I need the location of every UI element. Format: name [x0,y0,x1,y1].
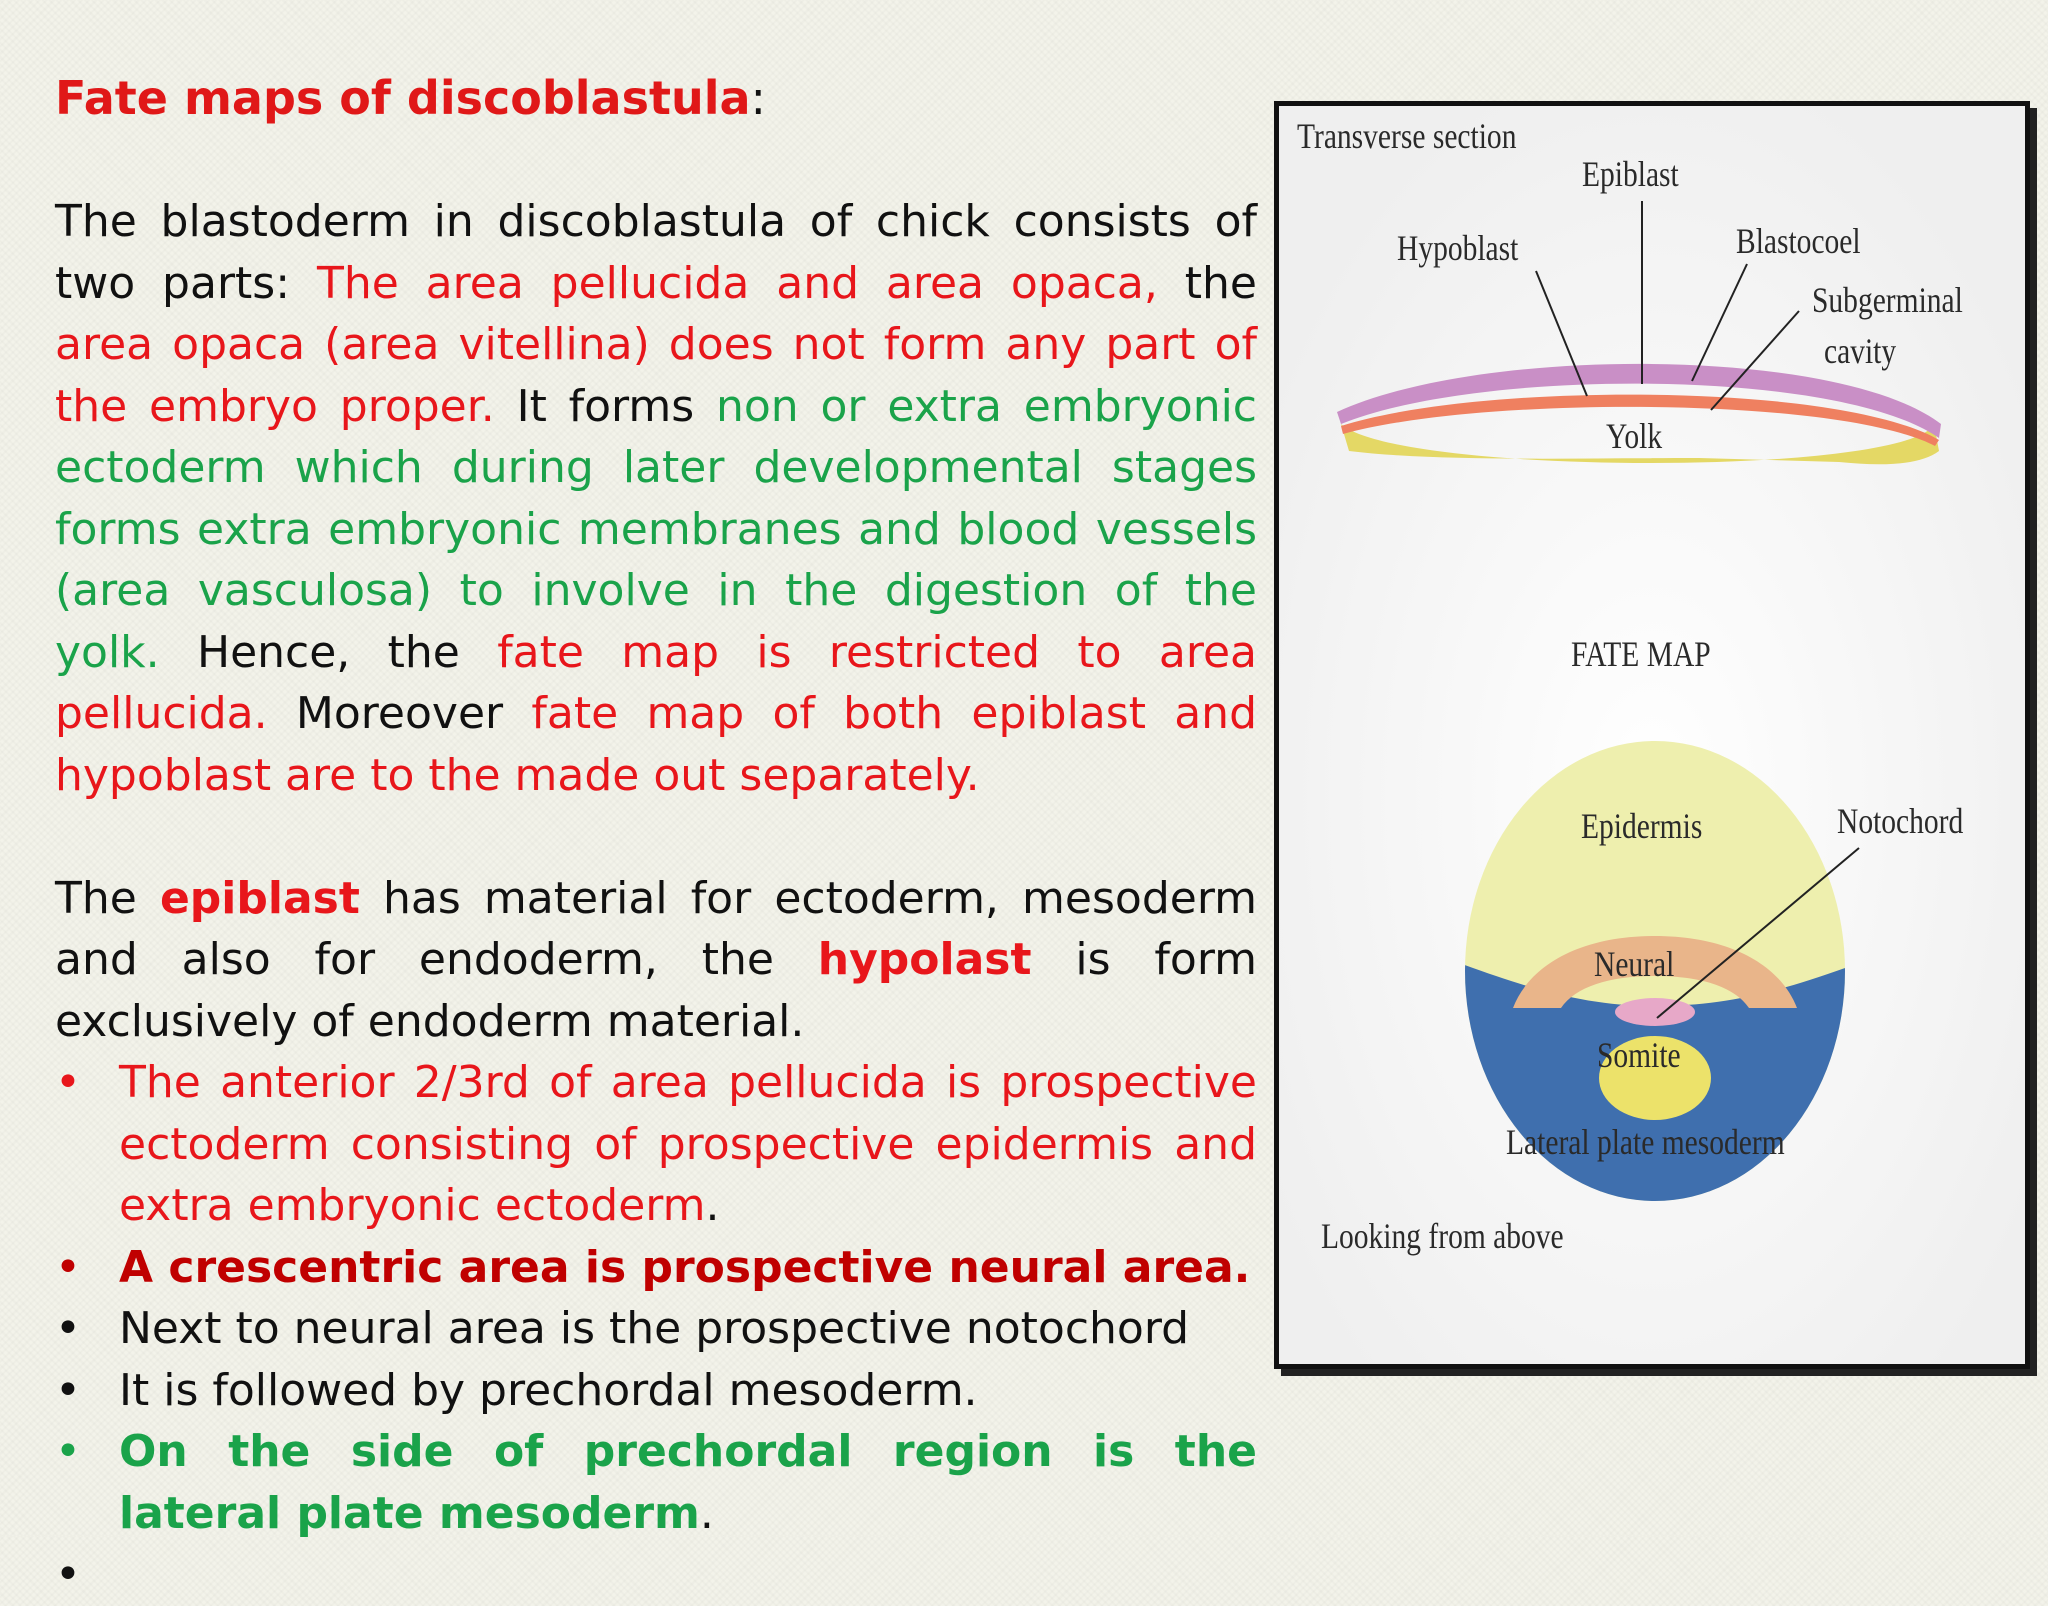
bullet-dot: • [55,1303,81,1354]
section-leader-lines [1535,201,1800,411]
label-yolk: Yolk [1606,416,1663,456]
list-item-empty: • [55,1544,1257,1606]
somite-region [1599,1036,1711,1120]
p1-s5: It forms [494,380,716,432]
subgerminal-leader [1710,310,1800,411]
label-cavity: cavity [1824,331,1897,371]
bullet-list: • The anterior 2/3rd of area pellucida is… [55,1052,1257,1606]
bullet-dot: • [55,1426,81,1477]
bullet-text: On the side of prechordal region is the … [119,1426,1257,1539]
p2-s5: is form exclusively of endoderm material… [55,934,1257,1047]
bullet-end: . [705,1180,720,1231]
label-looking-from-above: Looking from above [1321,1216,1564,1256]
p1-s7: Hence, the [159,626,498,678]
label-neural: Neural [1594,944,1675,984]
p1-s4: area opaca (area vitellina) does not for… [55,319,1257,432]
epiblast-layer [1337,363,1941,438]
label-notochord: Notochord [1837,801,1964,841]
list-item: • The anterior 2/3rd of area pellucida is… [55,1052,1257,1237]
list-item: • Next to neural area is the prospective… [55,1298,1257,1360]
label-fate-map: FATE MAP [1571,634,1711,674]
bullet-text: Next to neural area is the prospective n… [119,1303,1190,1354]
epiblast-paragraph: The epiblast has material for ectoderm, … [55,868,1257,1053]
title-text: Fate maps of discoblastula [55,71,751,125]
bullet-text: A crescentric area is prospective neural… [119,1241,1251,1293]
p1-s1: The blastoderm in discoblastula of chick… [55,196,1257,309]
neural-region [1513,936,1797,1008]
hypoblast-layer [1341,394,1939,446]
intro-paragraph: The blastoderm in discoblastula of chick… [55,191,1257,806]
label-lateral-plate-mesoderm: Lateral plate mesoderm [1506,1122,1785,1162]
bullet-dot: • [55,1057,81,1108]
p1-s9: Moreover [267,688,532,739]
p1-s10: fate map of both epiblast and hypoblast … [55,688,1257,801]
label-epiblast: Epiblast [1582,154,1679,194]
p1-s6: non or extra embryonic ectoderm which du… [55,380,1258,678]
list-item: • On the side of prechordal region is the… [55,1421,1257,1544]
label-subgerminal: Subgerminal [1812,280,1963,320]
text-column: Fate maps of discoblastula: The blastode… [55,68,1257,1606]
p2-s3: has material for ectoderm, mesoderm and … [55,872,1257,986]
hypoblast-leader [1535,270,1588,397]
bullet-text: The anterior 2/3rd of area pellucida is … [119,1057,1257,1231]
bullet-dot: • [55,1549,81,1600]
list-item: • A crescentric area is prospective neur… [55,1237,1257,1299]
p2-epiblast: epiblast [159,872,360,924]
list-item: • It is followed by prechordal mesoderm. [55,1360,1257,1422]
slide-title: Fate maps of discoblastula: [55,68,1257,130]
p2-hypolast: hypolast [817,934,1032,985]
notochord-region [1615,998,1695,1026]
title-colon: : [750,71,767,125]
bullet-end: . [699,1487,714,1539]
label-hypoblast: Hypoblast [1397,228,1519,268]
label-transverse-section: Transverse section [1297,116,1517,156]
bullet-dot: • [55,1364,81,1416]
bullet-dot: • [55,1241,81,1293]
fate-map-figure: Transverse section Epiblast Hypoblast Bl… [1274,101,2030,1369]
p1-s8: fate map is restricted to area pellucida… [55,626,1257,740]
yolk-shape [1341,424,1939,465]
p1-s3: the [1157,257,1257,309]
fate-map-drawing [1279,106,2025,1364]
bullet-text: It is followed by prechordal mesoderm. [119,1364,978,1416]
notochord-leader [1656,847,1860,1019]
blastocoel-leader [1691,263,1748,382]
p1-s2: The area pellucida and area opaca, [316,257,1158,309]
label-epidermis: Epidermis [1581,806,1703,846]
label-somite: Somite [1597,1035,1681,1075]
p2-s1: The [55,872,160,924]
label-blastocoel: Blastocoel [1736,221,1861,261]
